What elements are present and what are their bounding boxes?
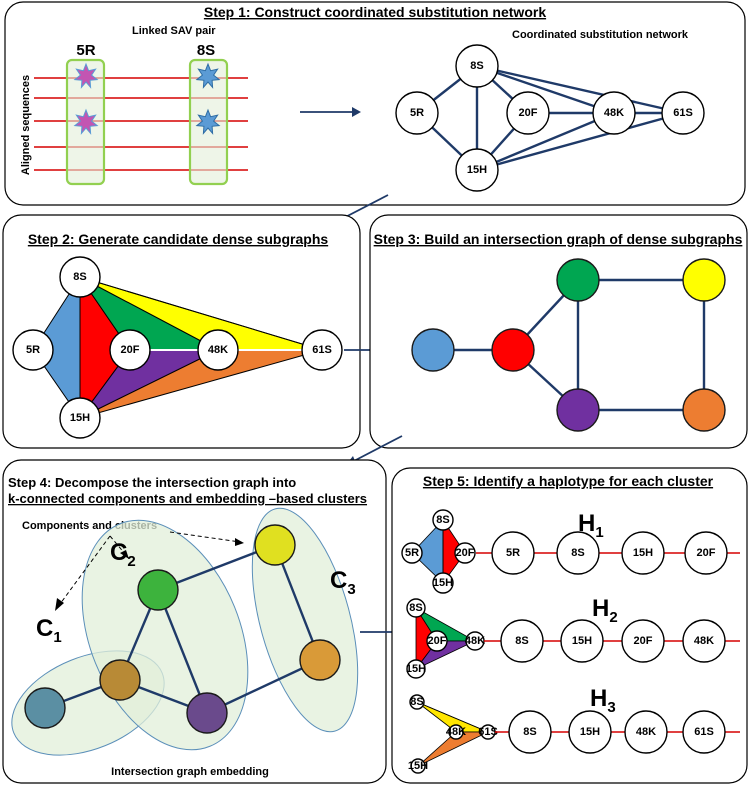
haplotype-node: 8S xyxy=(523,726,536,738)
step2-title: Step 2: Generate candidate dense subgrap… xyxy=(28,231,329,247)
net2-node: 5R xyxy=(26,344,40,356)
net1-node: 5R xyxy=(410,107,424,119)
mini-node: 20F xyxy=(456,547,475,559)
mini-node: 20F xyxy=(428,635,447,647)
mini-node: 15H xyxy=(433,577,453,589)
net2-node: 20F xyxy=(121,344,140,356)
haplotype-node: 20F xyxy=(634,635,653,647)
cluster-label-c2: C2 xyxy=(110,539,136,570)
embedding-graph xyxy=(24,524,341,734)
haplotype-node: 8S xyxy=(515,635,528,647)
dashed-pointer-arrows xyxy=(55,531,244,611)
haplotype-node: 48K xyxy=(636,726,656,738)
step4-title-line2: k-connected components and embedding –ba… xyxy=(8,491,367,506)
haplotype-h3: 8S 48K 61S 15H H3 8S 15H 48K 61S xyxy=(408,685,740,774)
step3-title: Step 3: Build an intersection graph of d… xyxy=(374,231,743,247)
intersection-graph xyxy=(411,258,726,432)
step1-arrowhead xyxy=(352,107,361,117)
net2-node: 61S xyxy=(312,344,332,356)
haplotype-label: H2 xyxy=(592,595,618,626)
network-label: Coordinated substitution network xyxy=(512,29,689,41)
haplotype-label: H3 xyxy=(590,685,616,716)
mutation-star-icons xyxy=(73,62,221,135)
step5-title: Step 5: Identify a haplotype for each cl… xyxy=(423,473,714,489)
dense-subgraphs: 8S 5R 20F 48K 61S 15H xyxy=(12,256,343,439)
net1-node: 8S xyxy=(470,60,483,72)
haplotype-h1: 8S 5R 20F 15H H1 5R 8S 15H 20F xyxy=(401,509,740,594)
coordinated-network: 8S 5R 20F 48K 61S 15H xyxy=(395,44,705,192)
cluster-label-c3: C3 xyxy=(330,567,356,598)
step1-title: Step 1: Construct coordinated substituti… xyxy=(204,4,546,20)
linked-sav-label: Linked SAV pair xyxy=(132,25,216,37)
haplotype-node: 48K xyxy=(694,635,714,647)
mini-node: 61S xyxy=(478,726,498,738)
haplotype-node: 8S xyxy=(571,547,584,559)
net2-node: 15H xyxy=(70,412,90,424)
net1-node: 20F xyxy=(519,107,538,119)
col-left-label: 5R xyxy=(76,42,95,59)
net2-node: 48K xyxy=(208,344,228,356)
net2-node: 8S xyxy=(73,271,86,283)
mini-node: 15H xyxy=(408,760,428,772)
haplotype-node: 5R xyxy=(506,547,520,559)
mini-node: 8S xyxy=(436,514,449,526)
arrow-to-step4 xyxy=(351,435,403,463)
haplotype-node: 15H xyxy=(572,635,592,647)
haplotype-node: 20F xyxy=(697,547,716,559)
step4-title-line1: Step 4: Decompose the intersection graph… xyxy=(8,475,296,490)
haplotype-node: 61S xyxy=(694,726,714,738)
net1-node: 15H xyxy=(467,164,487,176)
net1-node: 48K xyxy=(604,107,624,119)
embedding-label: Intersection graph embedding xyxy=(111,766,269,778)
net1-node: 61S xyxy=(673,107,693,119)
mini-node: 48K xyxy=(446,726,466,738)
mini-node: 15H xyxy=(406,663,426,675)
cluster-label-c1: C1 xyxy=(36,615,62,646)
mini-node: 48K xyxy=(465,635,485,647)
mini-node: 8S xyxy=(409,602,422,614)
col-right-label: 8S xyxy=(197,42,215,59)
mini-node: 8S xyxy=(410,696,423,708)
mini-node: 5R xyxy=(405,547,419,559)
haplotype-node: 15H xyxy=(633,547,653,559)
aligned-sequences-label: Aligned sequences xyxy=(20,75,32,175)
haplotype-node: 15H xyxy=(580,726,600,738)
haplotype-label: H1 xyxy=(578,510,604,541)
haplotype-h2: 8S 20F 48K 15H H2 8S 15H 20F 48K xyxy=(406,595,740,679)
step3-panel xyxy=(369,214,748,449)
